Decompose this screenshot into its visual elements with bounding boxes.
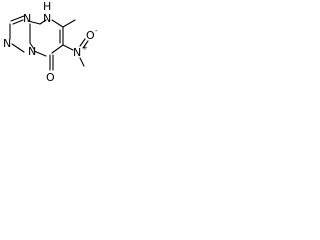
bond (10, 15, 25, 22)
atom-label-n-ring-top: N (23, 12, 31, 25)
bond (11, 43, 25, 53)
atom-label-n-ring-left: N (3, 37, 11, 50)
bond (62, 44, 74, 51)
bond (79, 57, 85, 67)
atom-label-o-top: O (86, 29, 95, 42)
atom-label-n-nitro: N (73, 46, 81, 59)
bond (51, 44, 64, 54)
charge-plus: + (82, 44, 88, 52)
atom-label-n-bridge: N (28, 45, 36, 58)
bond (29, 42, 35, 50)
atom-label-o-carbonyl: O (46, 71, 55, 84)
bond (79, 38, 86, 47)
atom-label-nh-n: N (43, 12, 51, 25)
bond (39, 19, 47, 25)
atom-label-nh-h: H (43, 0, 51, 13)
molecule-structure: N H N N N N + O - O (3, 0, 98, 84)
charge-minus: - (95, 27, 98, 35)
bond (27, 20, 41, 25)
bond (62, 19, 76, 28)
bond (12, 19, 24, 25)
bond (33, 50, 47, 57)
bond (82, 40, 89, 49)
bond (51, 19, 64, 28)
